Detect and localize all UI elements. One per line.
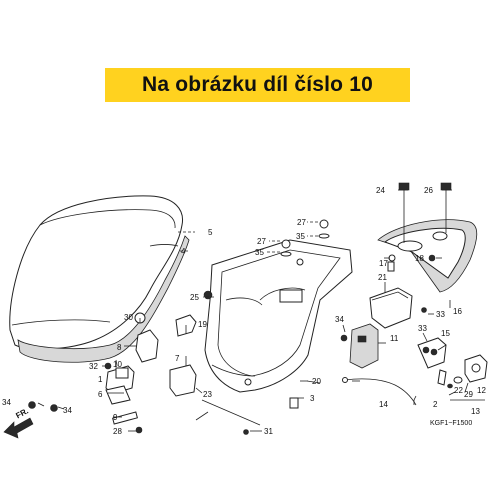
part-label-2: 2 [433,400,438,409]
luggage-box-drawing [204,239,353,393]
part-label-35-top: 35 [296,232,305,241]
part-label-22: 22 [454,386,463,395]
part-label-34-left: 34 [2,398,11,407]
part-label-27-left: 27 [257,237,266,246]
diagram-code: KGF1−F1500 [430,420,472,427]
part-label-35-left: 35 [255,248,264,257]
seat-lock-drawing [349,323,379,369]
part-label-27-top: 27 [297,218,306,227]
leader-lines [37,189,485,432]
front-direction-arrow: FR. [3,406,34,439]
seat-drawing [9,195,190,363]
cable-drawing [344,378,417,406]
part-label-4: 4 [181,247,186,256]
part-label-34-right: 34 [63,406,72,415]
part-label-9: 9 [113,413,118,422]
part-label-25: 25 [190,293,199,302]
part-label-1: 1 [98,375,103,384]
part-label-23: 23 [203,390,212,399]
part-label-33-lock: 33 [418,324,427,333]
part-label-5: 5 [208,228,213,237]
hinge-parts-drawing [104,312,299,434]
part-label-17: 17 [379,259,388,268]
part-label-11: 11 [390,334,399,343]
part-label-34-center: 34 [335,315,344,324]
part-label-20: 20 [312,377,321,386]
battery-cover-drawing [369,287,413,329]
part-number-labels: 1 2 3 4 5 6 7 8 9 10 11 12 13 14 15 16 1… [2,186,486,436]
part-label-29: 29 [464,390,473,399]
part-label-32: 32 [89,362,98,371]
part-label-12: 12 [477,386,486,395]
part-label-26: 26 [424,186,433,195]
part-label-31: 31 [264,427,273,436]
part-label-30: 30 [124,313,133,322]
part-label-24: 24 [376,186,385,195]
part-label-33-right: 33 [436,310,445,319]
part-label-10: 10 [113,360,122,369]
part-label-13: 13 [471,407,480,416]
front-label: FR. [14,406,30,420]
rear-carrier-drawing [377,182,478,293]
part-label-3: 3 [310,394,315,403]
part-label-21: 21 [378,273,387,282]
part-label-14: 14 [379,400,388,409]
banner-text: Na obrázku díl číslo 10 [141,73,373,96]
lock-set-drawing [417,337,488,389]
fasteners-drawing [28,219,436,435]
part-label-19: 19 [198,320,207,329]
part-label-16: 16 [453,307,462,316]
part-label-6: 6 [98,390,103,399]
part-label-7: 7 [175,354,180,363]
part-label-18: 18 [415,254,424,263]
part-label-8: 8 [117,343,122,352]
part-label-15: 15 [441,329,450,338]
title-banner: Na obrázku díl číslo 10 [105,68,410,102]
part-label-28: 28 [113,427,122,436]
